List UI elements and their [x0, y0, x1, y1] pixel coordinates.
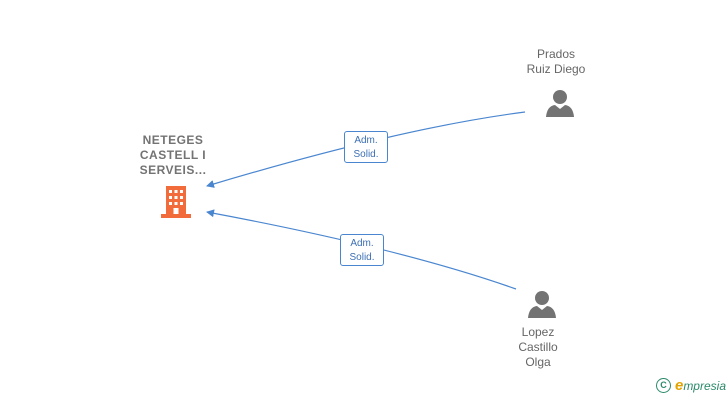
building-icon[interactable]	[159, 185, 193, 219]
person-name-line: Lopez	[521, 325, 555, 339]
person-name-line: Castillo	[518, 340, 558, 354]
company-name-line: SERVEIS...	[139, 163, 207, 177]
brand-footer: C empresia	[655, 376, 726, 394]
person-name-line: Prados	[536, 47, 576, 61]
person-name-line: Olga	[525, 355, 551, 369]
relation-badge[interactable]: Adm. Solid.	[344, 131, 388, 163]
copyright-icon: C	[655, 377, 671, 393]
brand-name: mpresia	[683, 378, 726, 393]
brand-initial: e	[674, 376, 684, 394]
company-name-line: CASTELL I	[139, 148, 207, 162]
person-icon[interactable]	[527, 289, 557, 319]
person-name-line: Ruiz Diego	[526, 62, 586, 76]
relation-role: Solid.	[353, 149, 379, 160]
relation-role: Adm.	[354, 135, 378, 146]
brand-logo[interactable]: empresia	[675, 377, 726, 394]
person-name-lopez[interactable]: Lopez Castillo Olga	[488, 325, 588, 370]
person-name-prados[interactable]: Prados Ruiz Diego	[506, 47, 606, 77]
company-name[interactable]: NETEGES CASTELL I SERVEIS...	[118, 133, 228, 178]
relation-role: Solid.	[349, 252, 375, 263]
person-icon[interactable]	[545, 88, 575, 118]
company-name-line: NETEGES	[142, 133, 204, 147]
relation-role: Adm.	[350, 238, 374, 249]
relation-badge[interactable]: Adm. Solid.	[340, 234, 384, 266]
